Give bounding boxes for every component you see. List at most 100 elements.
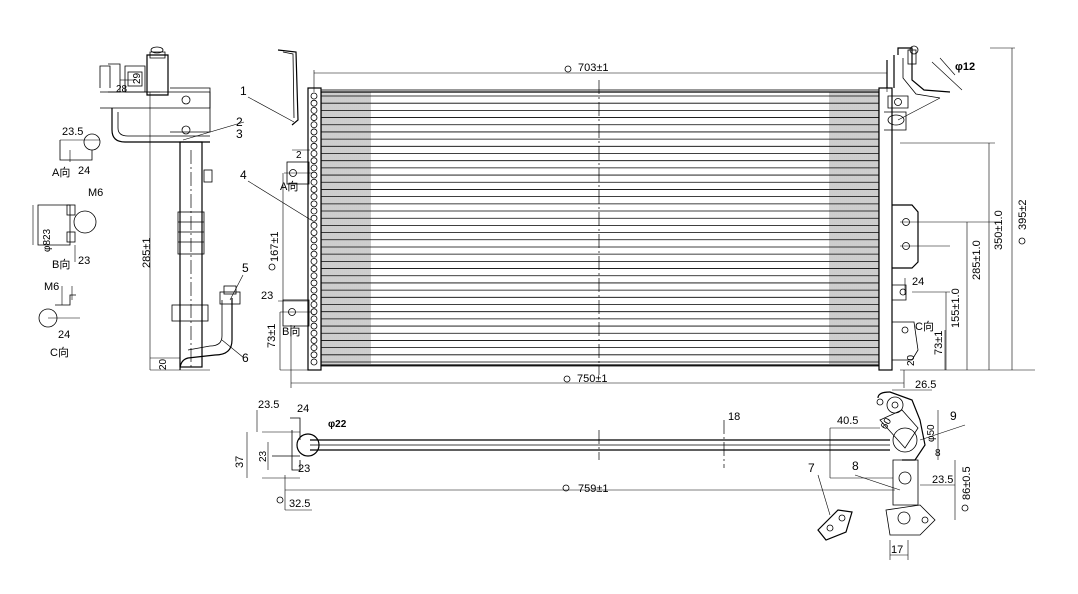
dim-left-23: 23 bbox=[261, 290, 273, 302]
tube-end bbox=[310, 106, 318, 114]
view-label-b-main: B向 bbox=[282, 324, 300, 338]
tube-end bbox=[310, 236, 318, 244]
dim-bottom-32-5: 32.5 bbox=[289, 498, 310, 510]
tube-end bbox=[310, 358, 318, 366]
tube-end bbox=[310, 207, 318, 215]
dim-view-c-24: 24 bbox=[58, 329, 70, 341]
left-mount-a bbox=[284, 161, 312, 185]
core-outline bbox=[320, 89, 880, 367]
tube-end bbox=[310, 337, 318, 344]
labels: 1 2 3 4 5 6 7 8 9 A向 B向 C向 A向 B向 C向 703±… bbox=[42, 61, 1029, 556]
dim-side-20: 20 bbox=[158, 358, 169, 370]
main-dimensions bbox=[182, 47, 1035, 388]
view-label-a-main: A向 bbox=[280, 179, 298, 193]
dim-height-155: 155±1.0 bbox=[950, 288, 962, 328]
part-number-8: 8 bbox=[852, 459, 859, 473]
dim-side-285: 285±1 bbox=[141, 237, 153, 268]
tube-end bbox=[310, 308, 318, 316]
tube-end bbox=[310, 293, 318, 301]
tube-end bbox=[310, 164, 318, 172]
right-inlet-pipe bbox=[884, 45, 963, 131]
part-number-1: 1 bbox=[240, 84, 247, 98]
dim-view-b-23: 23 bbox=[42, 228, 53, 240]
tube-end bbox=[310, 250, 318, 258]
dim-bottom-60: 60 bbox=[879, 416, 894, 432]
core-tubes bbox=[321, 95, 879, 363]
tube-end bbox=[310, 150, 318, 157]
dim-left-167: 167±1 bbox=[269, 231, 281, 262]
tube-end bbox=[310, 114, 318, 121]
tube-end bbox=[310, 315, 318, 323]
dim-tube-length: 759±1 bbox=[578, 483, 609, 495]
tube-end bbox=[310, 92, 318, 100]
tube-end bbox=[310, 121, 318, 129]
view-label-c: C向 bbox=[50, 345, 69, 359]
tube-end bbox=[310, 222, 318, 229]
dim-height-total: 395±2 bbox=[1017, 199, 1029, 230]
part-number-7: 7 bbox=[808, 461, 815, 475]
part-number-5: 5 bbox=[242, 261, 249, 275]
dim-phi12: φ12 bbox=[955, 61, 975, 73]
detail-view-c bbox=[38, 286, 80, 328]
dim-height-285-right: 285±1.0 bbox=[971, 240, 983, 280]
tube-end bbox=[310, 171, 318, 179]
dim-height-350: 350±1.0 bbox=[993, 210, 1005, 250]
tube-end bbox=[310, 286, 318, 294]
tube-end bbox=[310, 186, 318, 193]
tube-end bbox=[310, 178, 318, 186]
dim-bottom-23-5: 23.5 bbox=[258, 399, 279, 411]
tube-end bbox=[310, 99, 318, 107]
tube-end bbox=[310, 265, 318, 272]
fin-zone-left bbox=[321, 92, 371, 364]
view-label-a: A向 bbox=[52, 165, 70, 179]
tube-end bbox=[310, 200, 318, 208]
dim-bottom-86: 86±0.5 bbox=[961, 466, 973, 500]
dim-view-a-23-5: 23.5 bbox=[62, 126, 83, 138]
tube-end bbox=[310, 193, 318, 201]
dim-bottom-26-5: 26.5 bbox=[915, 379, 936, 391]
dim-bottom-8: 8 bbox=[935, 448, 941, 459]
dim-left-2: 2 bbox=[296, 150, 302, 161]
condenser-core bbox=[307, 80, 893, 375]
left-header-tank bbox=[307, 87, 322, 371]
right-bracket bbox=[892, 204, 1000, 361]
left-mount-b bbox=[280, 299, 312, 327]
dim-left-73: 73±1 bbox=[266, 324, 278, 348]
dim-view-c-m6: M6 bbox=[44, 281, 59, 293]
tube-end bbox=[310, 157, 318, 165]
part-number-4: 4 bbox=[240, 168, 247, 182]
dim-view-b-phi8: φ8 bbox=[42, 240, 53, 252]
tube-end bbox=[310, 344, 318, 352]
part-number-2: 2 bbox=[236, 115, 243, 129]
tube-end bbox=[310, 142, 318, 150]
dim-bottom-23b: 23 bbox=[298, 463, 310, 475]
bottom-view bbox=[246, 389, 969, 560]
dim-bottom-23: 23 bbox=[258, 450, 269, 462]
tube-end bbox=[310, 214, 318, 222]
tube-end bbox=[310, 135, 318, 143]
dim-view-b-23b: 23 bbox=[78, 255, 90, 267]
part-number-6: 6 bbox=[242, 351, 249, 365]
dim-top-width: 703±1 bbox=[578, 62, 609, 74]
detail-view-b bbox=[32, 204, 97, 262]
tube-end bbox=[310, 272, 318, 280]
view-label-c-main: C向 bbox=[915, 319, 934, 333]
tube-end bbox=[310, 128, 318, 136]
tube-end bbox=[310, 322, 318, 330]
dim-pipe-29: 29 bbox=[132, 72, 143, 84]
fin-zone-right bbox=[829, 92, 879, 364]
detail-view-a bbox=[59, 133, 101, 162]
tube-end bbox=[310, 329, 318, 337]
part-number-9: 9 bbox=[950, 409, 957, 423]
tube-end bbox=[310, 229, 318, 236]
dim-bottom-phi50: φ50 bbox=[926, 424, 937, 442]
tube-end bbox=[310, 301, 318, 308]
tube-end bbox=[310, 279, 318, 287]
dim-bottom-width: 750±1 bbox=[577, 373, 608, 385]
side-view bbox=[99, 46, 241, 371]
header-tube-ends bbox=[310, 92, 318, 366]
dim-right-73: 73±1 bbox=[933, 331, 945, 355]
dim-bottom-18: 18 bbox=[728, 411, 740, 423]
left-bracket bbox=[277, 49, 299, 126]
